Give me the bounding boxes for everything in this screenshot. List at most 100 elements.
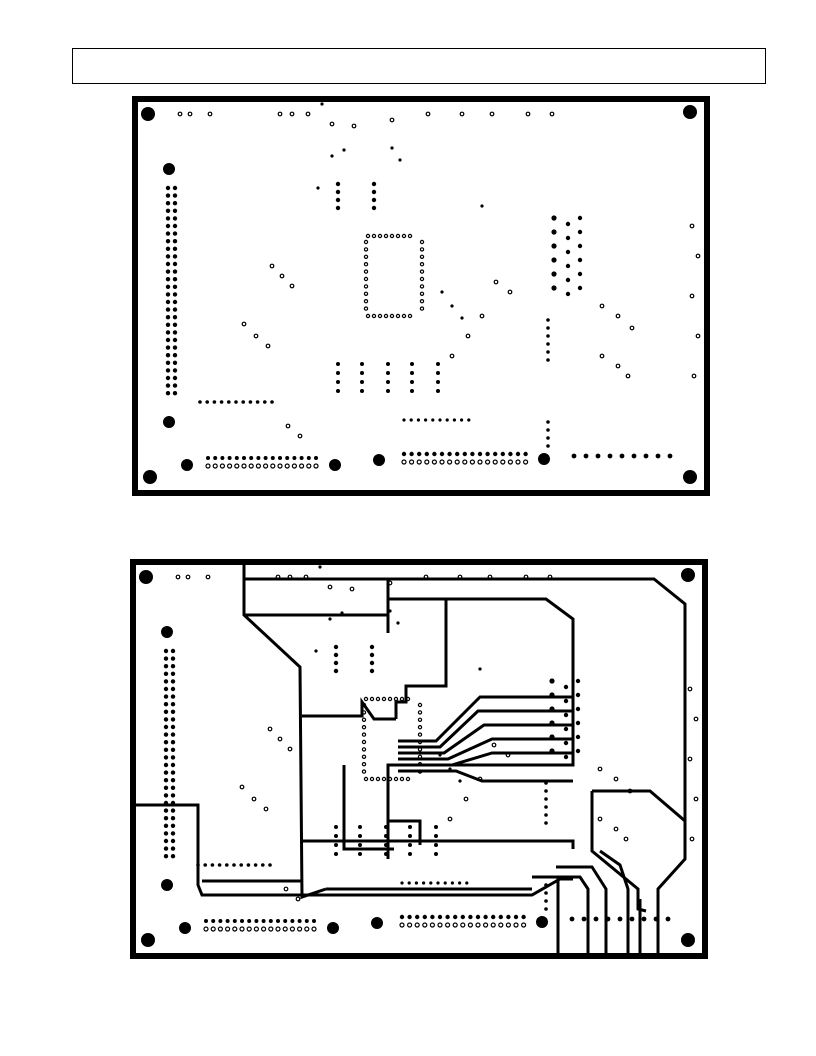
pad (407, 881, 411, 885)
header-pin (401, 451, 407, 457)
header-pin (172, 201, 178, 206)
header-pin (453, 914, 458, 920)
header-pin (255, 463, 262, 469)
via (399, 776, 405, 782)
via (375, 696, 381, 702)
pad (239, 863, 243, 867)
pad (203, 863, 207, 867)
via (361, 732, 367, 737)
header-pin (304, 926, 310, 932)
pad (458, 881, 462, 885)
via (361, 724, 367, 730)
pad (549, 706, 555, 712)
header-pin (163, 831, 169, 836)
header-pin (467, 922, 473, 928)
via (387, 776, 393, 782)
via (417, 724, 423, 730)
pad (334, 843, 338, 847)
header-pin (170, 823, 176, 828)
pad (371, 205, 377, 211)
pad (544, 797, 548, 801)
header-pin (172, 322, 178, 327)
via (417, 732, 423, 737)
header-pin (163, 724, 169, 730)
header-pin (165, 261, 171, 267)
via (449, 353, 455, 359)
header-pin (165, 277, 171, 282)
pad (631, 453, 637, 459)
header-pin (242, 456, 246, 460)
via (440, 290, 444, 294)
via (283, 886, 289, 892)
header-pin (206, 456, 210, 460)
via (363, 696, 369, 702)
pad (565, 263, 571, 269)
header-pin (285, 456, 290, 460)
via (349, 586, 355, 592)
mounting-holes (139, 568, 695, 947)
pad (234, 400, 238, 404)
header-pin (227, 456, 232, 460)
header-pin (170, 846, 176, 851)
header-pin (163, 732, 169, 737)
pad (434, 852, 438, 856)
pad (563, 698, 569, 704)
header-pin (172, 330, 178, 335)
pad (369, 652, 375, 658)
via (377, 233, 383, 239)
via (381, 696, 387, 702)
header-pin (163, 694, 169, 699)
header-pin (249, 456, 254, 460)
header-pin (483, 922, 489, 928)
header-pin (170, 808, 176, 813)
header-pin (170, 800, 176, 806)
header-pin (170, 778, 176, 783)
via (340, 611, 344, 615)
header-pin (165, 315, 171, 320)
header-pin (422, 914, 427, 920)
pad (450, 881, 454, 885)
header-pin (485, 459, 491, 465)
pad (544, 805, 548, 809)
via (365, 233, 371, 239)
via (491, 742, 497, 748)
pad (358, 843, 362, 847)
header-pin (515, 459, 521, 465)
board-outline (132, 96, 710, 496)
header-pin (297, 919, 302, 923)
via (597, 766, 603, 772)
via (329, 121, 335, 127)
header-pin (401, 459, 407, 465)
via (369, 696, 375, 702)
pad (563, 726, 569, 732)
header-pin (170, 770, 176, 775)
header-pin (399, 922, 405, 928)
header-pin (170, 793, 176, 798)
via (387, 696, 393, 702)
header-pin (163, 823, 169, 828)
header-pin (172, 208, 178, 213)
header-pin (205, 463, 211, 469)
header-pin (172, 231, 178, 236)
header-pin (172, 337, 178, 343)
header-pin (422, 922, 428, 928)
via (253, 333, 259, 339)
header-pin (292, 456, 297, 460)
via (390, 146, 394, 150)
header-pin (165, 299, 171, 305)
pad (358, 825, 362, 829)
header-pin (234, 456, 239, 460)
header-pin (165, 254, 171, 259)
via (251, 796, 257, 802)
pad (334, 852, 338, 856)
header-pin (220, 456, 225, 460)
via (625, 373, 631, 379)
header-pin (311, 926, 317, 932)
pad (360, 380, 364, 384)
header-pin (170, 709, 176, 714)
header-pin (170, 762, 176, 768)
header-pin (163, 785, 169, 790)
pcb-bottom-layer (130, 559, 708, 959)
header-pin (165, 375, 171, 381)
header-pin (500, 459, 506, 465)
